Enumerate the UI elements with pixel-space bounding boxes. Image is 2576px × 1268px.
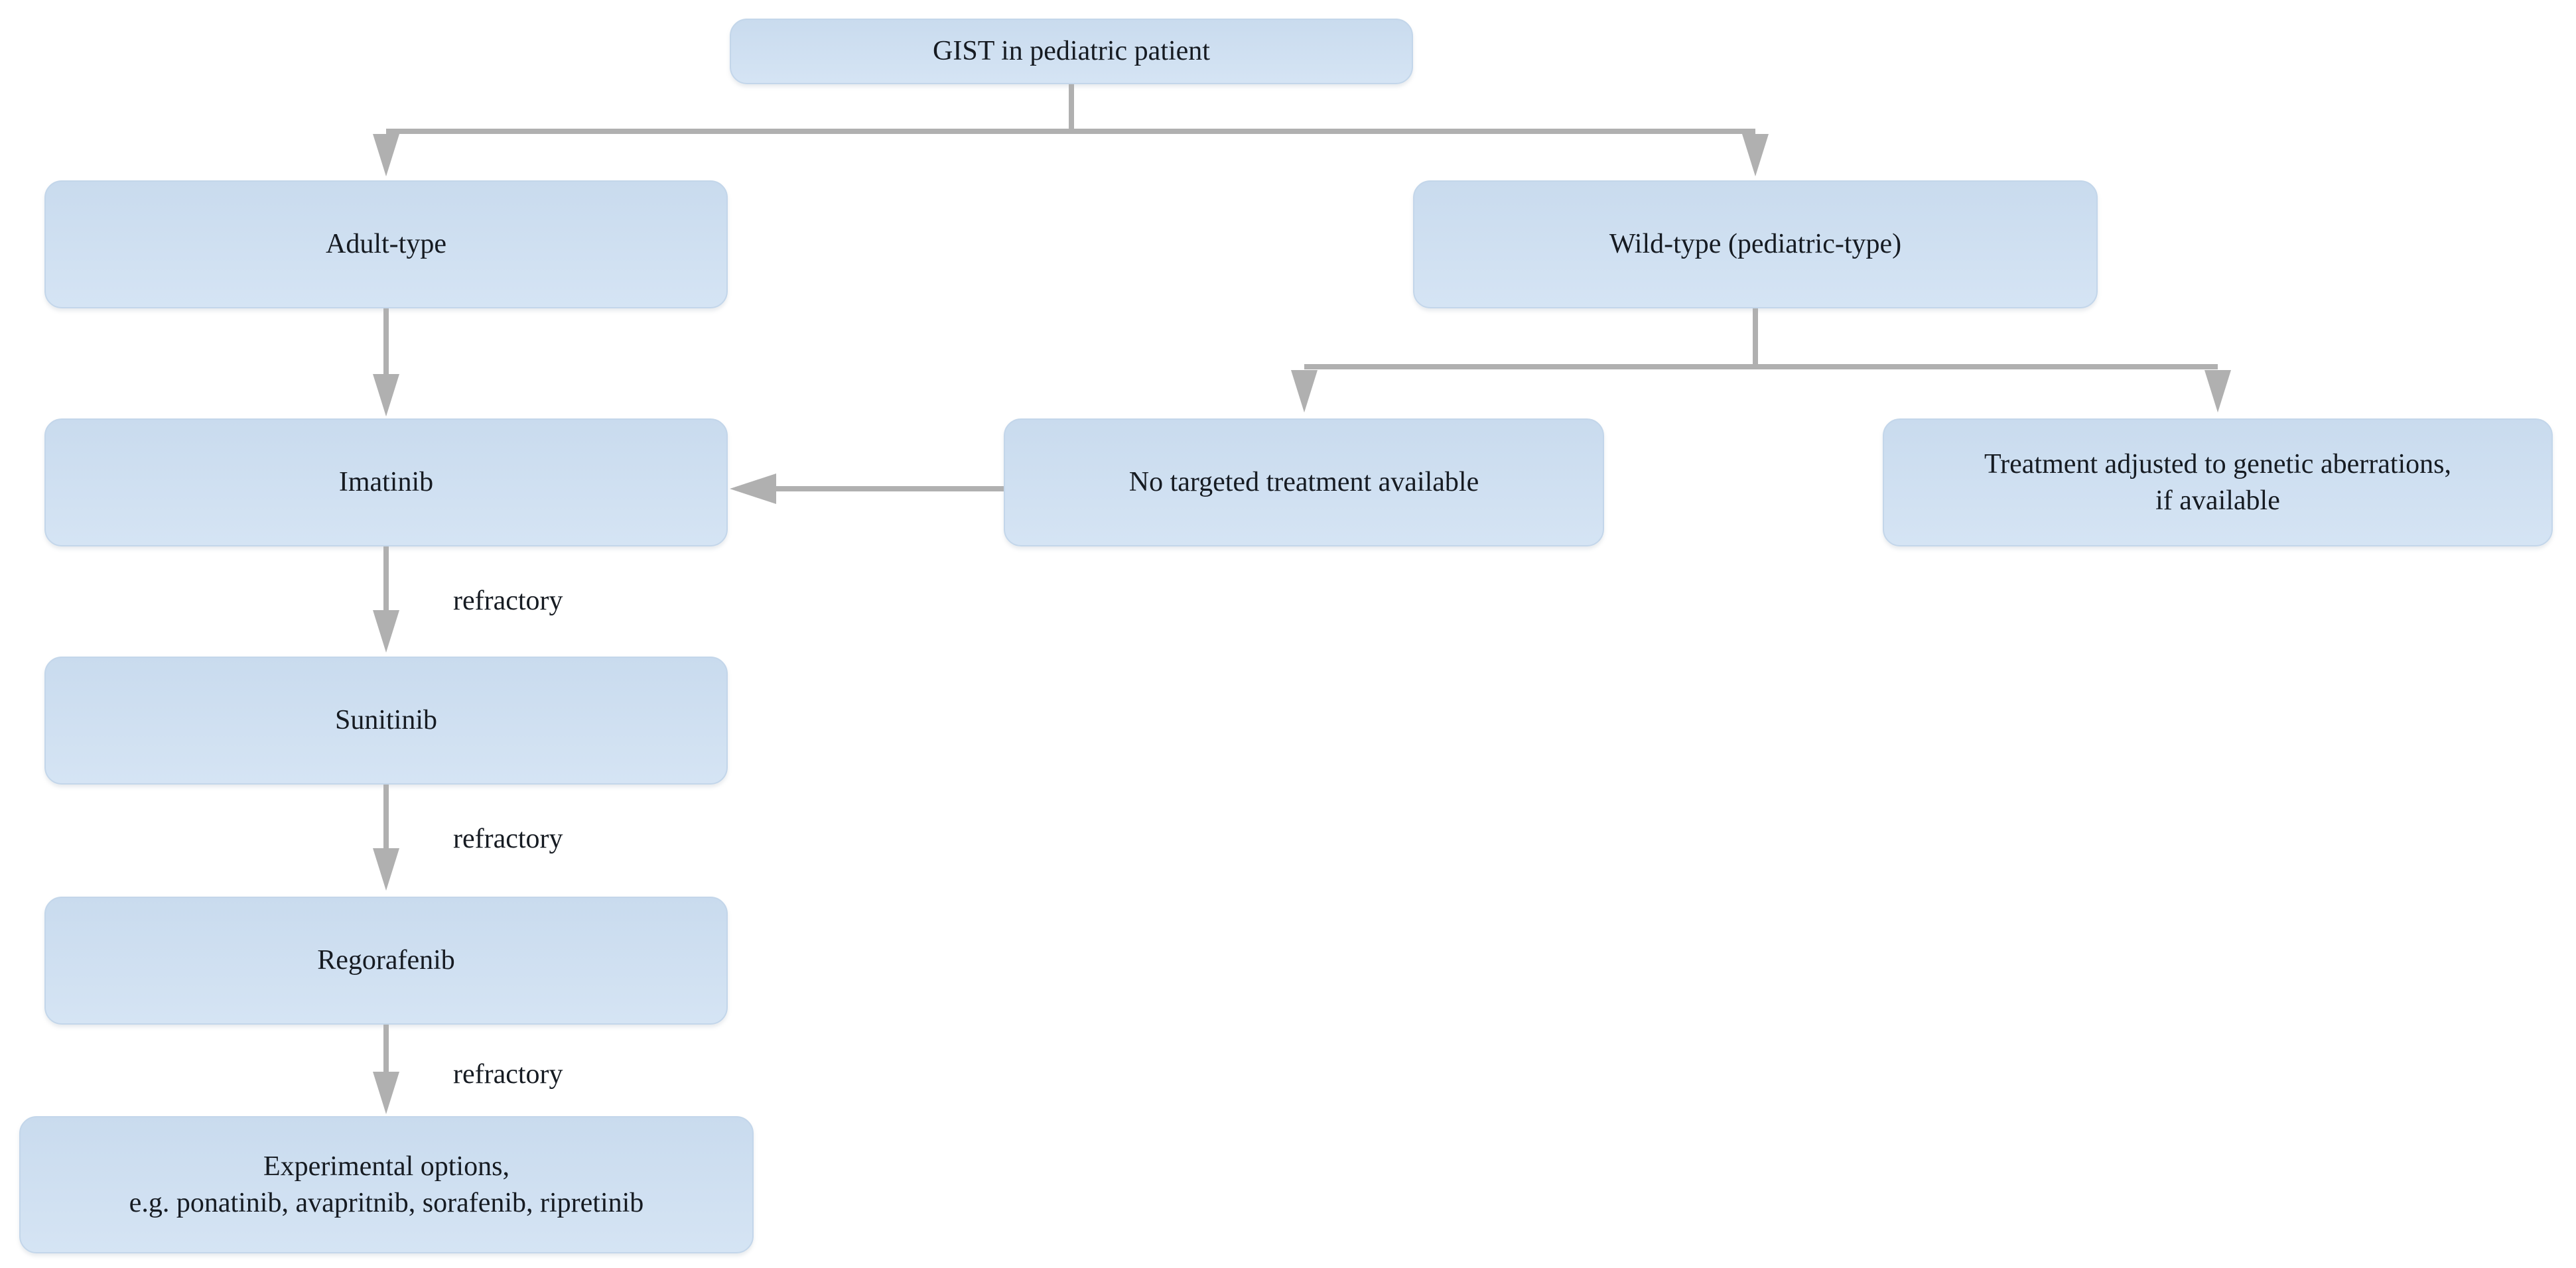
arrowhead-down-icon-to-imatinib bbox=[373, 374, 399, 416]
connector-root-split-bar bbox=[386, 129, 1755, 134]
arrowhead-down-icon-to-sunitinib bbox=[373, 610, 399, 653]
node-sunitinib: Sunitinib bbox=[44, 657, 728, 785]
arrowhead-down-icon-to-adult bbox=[373, 134, 399, 176]
arrowhead-down-icon-to-no-targeted bbox=[1291, 370, 1318, 412]
node-treatment-genetic-aberrations: Treatment adjusted to genetic aberration… bbox=[1883, 418, 2553, 546]
edge-label-refractory-1: refractory bbox=[453, 586, 563, 616]
node-no-targeted-treatment: No targeted treatment available bbox=[1004, 418, 1604, 546]
arrowhead-down-icon-to-wild bbox=[1742, 134, 1769, 176]
connector-no-targeted-to-imatinib bbox=[775, 486, 1004, 491]
edge-label-refractory-3: refractory bbox=[453, 1059, 563, 1090]
node-gist-pediatric-patient: GIST in pediatric patient bbox=[730, 19, 1413, 84]
node-label: Sunitinib bbox=[334, 705, 438, 736]
arrowhead-down-icon-to-regorafenib bbox=[373, 848, 399, 891]
connector-wild-split-bar bbox=[1304, 364, 2218, 369]
node-experimental-options: Experimental options, e.g. ponatinib, av… bbox=[19, 1116, 754, 1253]
connector-sunitinib-to-regorafenib bbox=[383, 785, 389, 851]
connector-root-stub bbox=[1069, 84, 1074, 131]
node-adult-type: Adult-type bbox=[44, 180, 728, 308]
arrowhead-left-icon-to-imatinib bbox=[730, 474, 776, 504]
edge-label-refractory-2: refractory bbox=[453, 824, 563, 854]
node-wild-type: Wild-type (pediatric-type) bbox=[1413, 180, 2098, 308]
node-label: Wild-type (pediatric-type) bbox=[1609, 229, 1902, 260]
node-label: No targeted treatment available bbox=[1128, 467, 1479, 498]
node-label: Adult-type bbox=[326, 229, 446, 260]
arrowhead-down-icon-to-genetic bbox=[2204, 370, 2231, 412]
node-imatinib: Imatinib bbox=[44, 418, 728, 546]
node-label: Experimental options, e.g. ponatinib, av… bbox=[129, 1151, 644, 1218]
node-label: GIST in pediatric patient bbox=[933, 36, 1210, 67]
connector-wild-stub bbox=[1753, 308, 1758, 367]
connector-adult-to-imatinib bbox=[383, 308, 389, 377]
connector-imatinib-to-sunitinib bbox=[383, 546, 389, 613]
node-label: Regorafenib bbox=[317, 945, 455, 976]
connector-regorafenib-to-experimental bbox=[383, 1025, 389, 1074]
arrowhead-down-icon-to-experimental bbox=[373, 1072, 399, 1114]
node-label: Treatment adjusted to genetic aberration… bbox=[1984, 448, 2452, 516]
node-regorafenib: Regorafenib bbox=[44, 897, 728, 1025]
node-label: Imatinib bbox=[338, 467, 434, 498]
